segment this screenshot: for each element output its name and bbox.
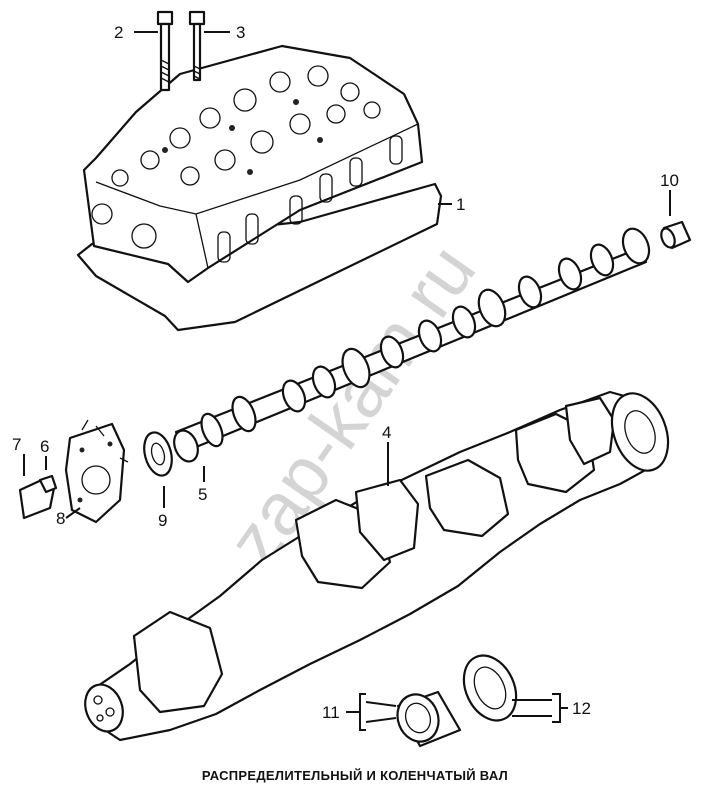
head-ports — [111, 65, 381, 187]
callout-4: 4 — [382, 423, 391, 442]
crankshaft — [84, 390, 670, 742]
callout-8: 8 — [56, 509, 65, 528]
callout-3: 3 — [236, 23, 245, 42]
callout-9: 9 — [158, 511, 167, 530]
callout-11: 11 — [322, 703, 340, 722]
callout-12: 12 — [572, 699, 591, 718]
bolt-2 — [156, 10, 174, 92]
pin-6 — [38, 474, 58, 494]
camshaft — [173, 227, 651, 463]
callout-2: 2 — [114, 23, 123, 42]
cover-plate-8 — [64, 419, 129, 524]
bolt-3 — [188, 10, 206, 82]
seal-ring-9 — [143, 431, 173, 477]
camshaft-hub — [173, 429, 199, 463]
crank-nose — [84, 683, 124, 733]
bushing-10 — [660, 220, 692, 250]
callout-1: 1 — [456, 195, 465, 214]
callouts: 2 3 1 10 4 5 9 7 6 8 11 12 — [12, 23, 679, 722]
thrust-ring-12 — [462, 654, 518, 722]
callout-5: 5 — [198, 485, 207, 504]
callout-10: 10 — [660, 171, 679, 190]
diagram-caption: РАСПРЕДЕЛИТЕЛЬНЫЙ И КОЛЕНЧАТЫЙ ВАЛ — [202, 768, 508, 783]
leader-lines — [23, 31, 671, 731]
cylinder-head — [76, 44, 443, 332]
main-bearing-shell-11 — [396, 690, 462, 748]
cam-lobes — [200, 227, 651, 448]
callout-6: 6 — [40, 437, 49, 456]
crank-webs — [132, 396, 616, 714]
bracket-7 — [18, 474, 58, 520]
crank-flange — [610, 392, 670, 472]
head-side-ports — [91, 135, 403, 263]
callout-7: 7 — [12, 435, 21, 454]
